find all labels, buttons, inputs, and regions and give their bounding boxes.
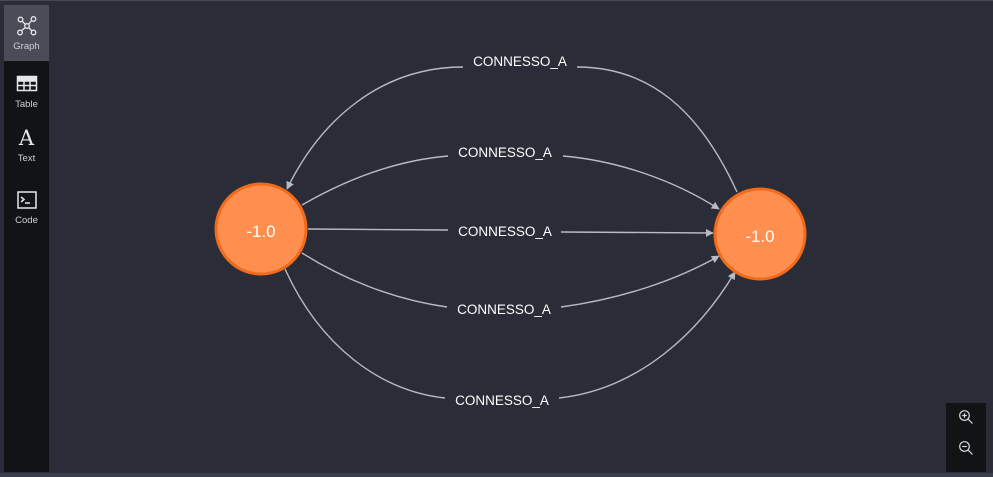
view-sidebar: Graph Table A Text — [4, 5, 49, 472]
graph-icon — [16, 15, 38, 37]
zoom-controls — [946, 403, 986, 472]
relationship-label: CONNESSO_A — [458, 224, 552, 239]
node-label: -1.0 — [246, 222, 275, 241]
relationship[interactable]: CONNESSO_A — [307, 224, 714, 239]
relationship-label: CONNESSO_A — [455, 393, 549, 408]
node-label: -1.0 — [745, 227, 774, 246]
relationship-label: CONNESSO_A — [457, 302, 551, 317]
text-icon: A — [18, 126, 35, 150]
sidebar-item-label: Text — [17, 153, 36, 164]
relationship[interactable]: CONNESSO_A — [301, 252, 720, 317]
sidebar-item-label: Graph — [13, 41, 40, 52]
zoom-out-icon — [958, 440, 974, 461]
relationship-label: CONNESSO_A — [473, 54, 567, 69]
sidebar-item-graph[interactable]: Graph — [4, 5, 49, 61]
graph-canvas[interactable]: CONNESSO_A CONNESSO_A CONNESSO_A CONNESS… — [49, 5, 990, 472]
zoom-in-button[interactable] — [946, 404, 986, 434]
table-icon — [16, 73, 38, 95]
relationship[interactable]: CONNESSO_A — [301, 145, 720, 210]
code-icon — [16, 189, 38, 211]
relationship[interactable]: CONNESSO_A — [284, 268, 736, 408]
sidebar-item-label: Table — [15, 99, 38, 110]
graph-node[interactable]: -1.0 — [713, 187, 807, 281]
sidebar-item-code[interactable]: Code — [4, 179, 49, 235]
relationship-label: CONNESSO_A — [458, 145, 552, 160]
sidebar-item-text[interactable]: A Text — [4, 121, 49, 177]
zoom-out-button[interactable] — [946, 435, 986, 465]
graph-node[interactable]: -1.0 — [214, 182, 308, 276]
sidebar-item-table[interactable]: Table — [4, 63, 49, 119]
zoom-in-icon — [958, 409, 974, 430]
relationship[interactable]: CONNESSO_A — [286, 54, 738, 193]
sidebar-item-label: Code — [15, 215, 38, 226]
